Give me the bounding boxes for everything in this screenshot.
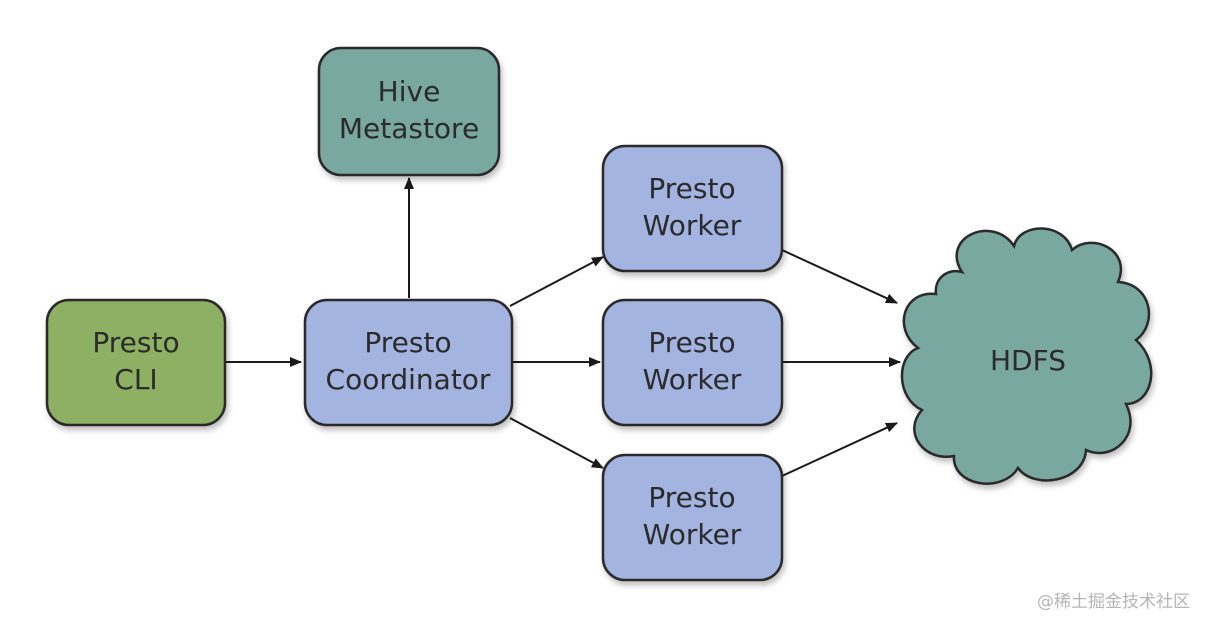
- presto-coordinator-box: [303, 298, 514, 427]
- presto-worker-2-box: [601, 298, 784, 427]
- node-presto-worker-1: Presto Worker: [601, 144, 784, 273]
- presto-worker-3-box: [601, 453, 784, 582]
- presto-worker-3-label-line1: Presto: [648, 481, 735, 514]
- edge-worker-3-to-hdfs: [781, 422, 898, 477]
- presto-worker-1-label-line2: Worker: [643, 209, 742, 242]
- presto-cli-label-line1: Presto: [92, 326, 179, 359]
- node-hive-metastore: Hive Metastore: [317, 46, 501, 177]
- presto-coordinator-label-line2: Coordinator: [326, 363, 491, 396]
- node-presto-worker-3: Presto Worker: [601, 453, 784, 582]
- hdfs-label: HDFS: [990, 344, 1066, 377]
- node-presto-coordinator: Presto Coordinator: [303, 298, 514, 427]
- hive-metastore-box: [317, 46, 501, 177]
- presto-cli-label-line2: CLI: [114, 363, 157, 396]
- presto-worker-1-label-line1: Presto: [648, 172, 735, 205]
- presto-worker-2-label-line1: Presto: [648, 326, 735, 359]
- presto-coordinator-label-line1: Presto: [364, 326, 451, 359]
- presto-worker-3-label-line2: Worker: [643, 518, 742, 551]
- edge-worker-1-to-hdfs: [781, 249, 898, 304]
- watermark-text: @稀土掘金技术社区: [1037, 592, 1190, 612]
- presto-worker-2-label-line2: Worker: [643, 363, 742, 396]
- edge-coordinator-to-worker-3: [509, 417, 604, 469]
- hive-metastore-label-line1: Hive: [378, 75, 441, 108]
- presto-worker-1-box: [601, 144, 784, 273]
- hive-metastore-label-line2: Metastore: [339, 112, 479, 145]
- presto-cli-box: [45, 298, 227, 427]
- node-presto-worker-2: Presto Worker: [601, 298, 784, 427]
- node-presto-cli: Presto CLI: [45, 298, 227, 427]
- node-hdfs: HDFS: [900, 227, 1153, 485]
- hdfs-cloud: [900, 227, 1153, 485]
- edge-coordinator-to-worker-1: [509, 256, 604, 307]
- edges: [225, 177, 901, 477]
